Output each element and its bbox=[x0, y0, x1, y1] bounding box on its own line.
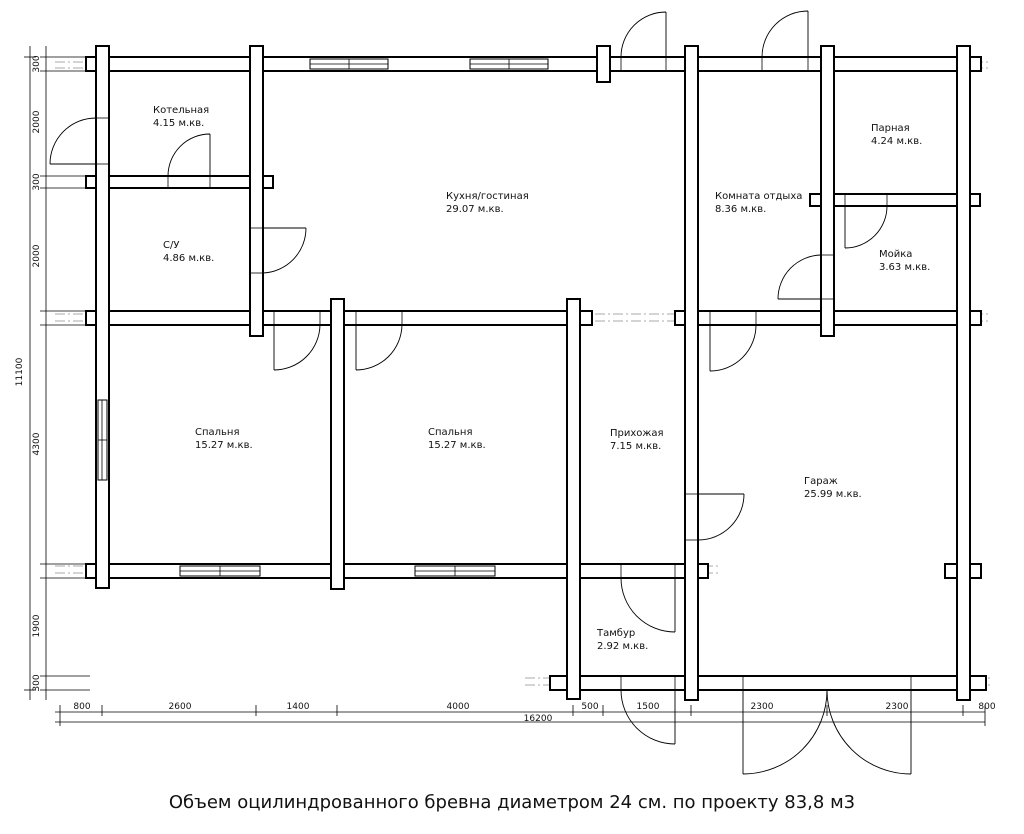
dim-h-6: 1500 bbox=[637, 702, 660, 712]
dim-v-2: 2000 bbox=[32, 110, 42, 133]
room-area: 25.99 м.кв. bbox=[804, 489, 862, 500]
room-label-boiler: Котельная 4.15 м.кв. bbox=[153, 105, 209, 129]
dim-h-9: 800 bbox=[978, 702, 995, 712]
dim-v-total: 11100 bbox=[15, 357, 25, 386]
room-name: Парная bbox=[871, 123, 910, 134]
dim-h-total: 16200 bbox=[524, 714, 553, 724]
room-area: 3.63 м.кв. bbox=[879, 262, 930, 273]
dim-v-4: 2000 bbox=[32, 244, 42, 267]
room-area: 4.86 м.кв. bbox=[163, 253, 214, 264]
dim-v-1: 300 bbox=[32, 55, 42, 72]
room-label-kitchen: Кухня/гостиная 29.07 м.кв. bbox=[446, 191, 529, 215]
dim-v-6: 1900 bbox=[32, 614, 42, 637]
horizontal-walls bbox=[85, 56, 987, 691]
wall-joints bbox=[95, 57, 971, 690]
room-name: Кухня/гостиная bbox=[446, 191, 529, 202]
room-name: С/У bbox=[163, 240, 179, 251]
axis-lines bbox=[55, 61, 990, 686]
dim-v-3: 300 bbox=[32, 173, 42, 190]
room-name: Спальня bbox=[428, 427, 473, 438]
dim-h-4: 4000 bbox=[447, 702, 470, 712]
room-label-wc: С/У 4.86 м.кв. bbox=[163, 240, 214, 264]
room-name: Котельная bbox=[153, 105, 209, 116]
room-area: 29.07 м.кв. bbox=[446, 204, 504, 215]
room-area: 2.92 м.кв. bbox=[597, 641, 648, 652]
room-area: 15.27 м.кв. bbox=[195, 440, 253, 451]
dim-h-7: 2300 bbox=[751, 702, 774, 712]
vertical-walls bbox=[95, 45, 971, 701]
room-label-vestibule: Тамбур 2.92 м.кв. bbox=[596, 628, 648, 652]
room-name: Прихожая bbox=[610, 428, 664, 439]
room-label-garage: Гараж 25.99 м.кв. bbox=[804, 476, 862, 500]
room-label-hall: Прихожая 7.15 м.кв. bbox=[610, 428, 664, 452]
dim-h-1: 800 bbox=[73, 702, 90, 712]
plan-caption: Объем оцилиндрованного бревна диаметром … bbox=[169, 792, 855, 813]
dim-h-2: 2600 bbox=[169, 702, 192, 712]
room-label-bedroom-1: Спальня 15.27 м.кв. bbox=[195, 427, 253, 451]
room-name: Мойка bbox=[879, 249, 912, 260]
room-label-rest-room: Комната отдыха 8.36 м.кв. bbox=[715, 191, 802, 215]
dim-h-5: 500 bbox=[581, 702, 598, 712]
dim-v-7: 300 bbox=[32, 674, 42, 691]
room-area: 4.15 м.кв. bbox=[153, 118, 204, 129]
room-name: Спальня bbox=[195, 427, 240, 438]
room-area: 15.27 м.кв. bbox=[428, 440, 486, 451]
dim-h-3: 1400 bbox=[287, 702, 310, 712]
room-label-wash: Мойка 3.63 м.кв. bbox=[879, 249, 930, 273]
room-name: Тамбур bbox=[596, 628, 635, 639]
room-area: 8.36 м.кв. bbox=[715, 204, 766, 215]
room-label-sauna: Парная 4.24 м.кв. bbox=[871, 123, 922, 147]
room-name: Гараж bbox=[804, 476, 838, 487]
windows bbox=[97, 58, 549, 577]
room-label-bedroom-2: Спальня 15.27 м.кв. bbox=[428, 427, 486, 451]
room-area: 7.15 м.кв. bbox=[610, 441, 661, 452]
room-area: 4.24 м.кв. bbox=[871, 136, 922, 147]
left-dimension-chain bbox=[24, 46, 90, 700]
doors bbox=[49, 10, 912, 775]
dim-h-8: 2300 bbox=[886, 702, 909, 712]
room-name: Комната отдыха bbox=[715, 191, 802, 202]
dim-v-5: 4300 bbox=[32, 432, 42, 455]
bottom-dimension-chain bbox=[55, 705, 986, 726]
